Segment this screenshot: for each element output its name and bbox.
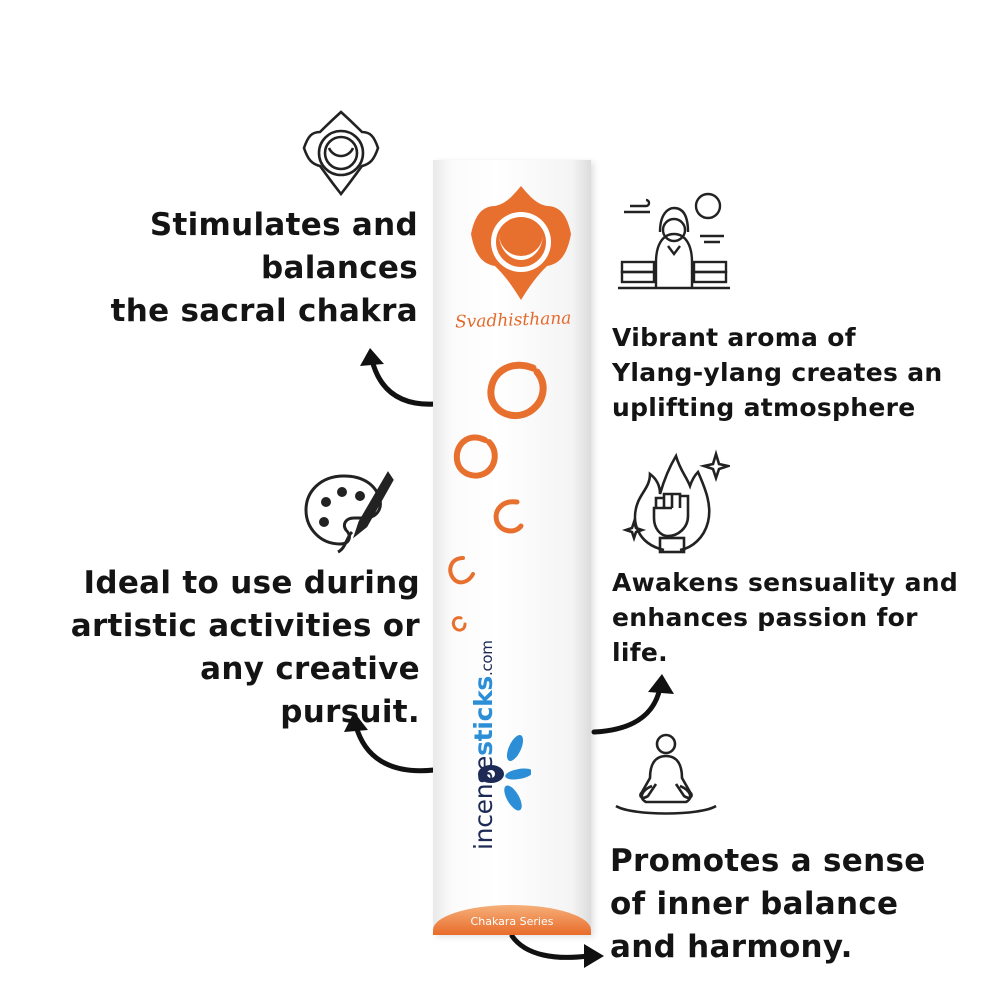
caption-inner-balance: Promotes a sense of inner balance and ha… bbox=[610, 843, 926, 965]
incense-package: Svadhisthana incensesticks.com Chakara S… bbox=[433, 160, 591, 935]
arrow-to-balance-caption bbox=[509, 933, 604, 968]
brand-part-incense: incense bbox=[469, 755, 498, 850]
svadhisthana-emblem-icon bbox=[471, 186, 571, 300]
meditation-icon bbox=[615, 733, 717, 815]
caption-ylang-aroma: Vibrant aroma of Ylang-ylang creates an … bbox=[612, 323, 943, 422]
arrow-to-artistic-caption bbox=[344, 712, 437, 774]
fist-flame-icon bbox=[621, 449, 730, 554]
caption-sacral-chakra: Stimulates and balances the sacral chakr… bbox=[110, 207, 418, 329]
arrow-to-sensuality-caption bbox=[591, 674, 674, 735]
paint-palette-icon bbox=[304, 471, 394, 554]
caption-sensuality: Awakens sensuality and enhances passion … bbox=[612, 568, 959, 667]
woman-aroma-icon bbox=[618, 192, 730, 290]
brand-wordmark: incensesticks.com bbox=[469, 640, 498, 850]
brand-part-com: .com bbox=[478, 640, 496, 676]
chakra-name-label: Svadhisthana bbox=[454, 308, 572, 333]
sacral-chakra-icon bbox=[302, 110, 380, 197]
brand-part-sticks: sticks bbox=[469, 675, 498, 756]
incensesticks-logo-icon bbox=[478, 735, 531, 811]
series-label: Chakara Series bbox=[433, 905, 591, 935]
brush-circles-decoration bbox=[448, 361, 547, 632]
arrow-to-sacral-caption bbox=[360, 348, 439, 407]
